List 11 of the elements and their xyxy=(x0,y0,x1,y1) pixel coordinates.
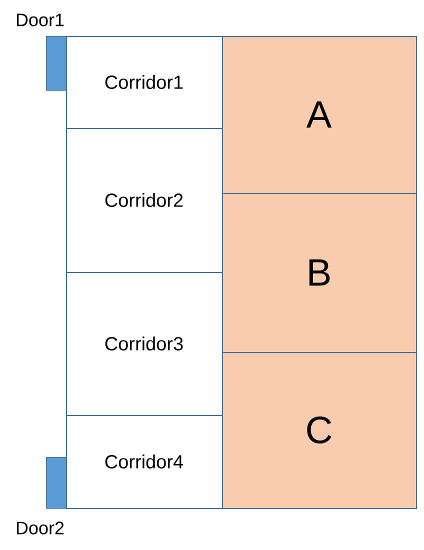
room: B xyxy=(222,193,417,353)
corridor: Corridor1 xyxy=(66,36,223,129)
node-label: Door2 xyxy=(16,522,64,534)
room: A xyxy=(222,36,417,194)
node-label: Door1 xyxy=(16,14,64,26)
room: C xyxy=(222,352,417,509)
door: Door2 xyxy=(16,457,67,534)
corridor: Corridor2 xyxy=(66,128,223,273)
door: Door1 xyxy=(16,14,67,91)
corridor: Corridor4 xyxy=(66,415,223,509)
corridor: Corridor3 xyxy=(66,272,223,416)
